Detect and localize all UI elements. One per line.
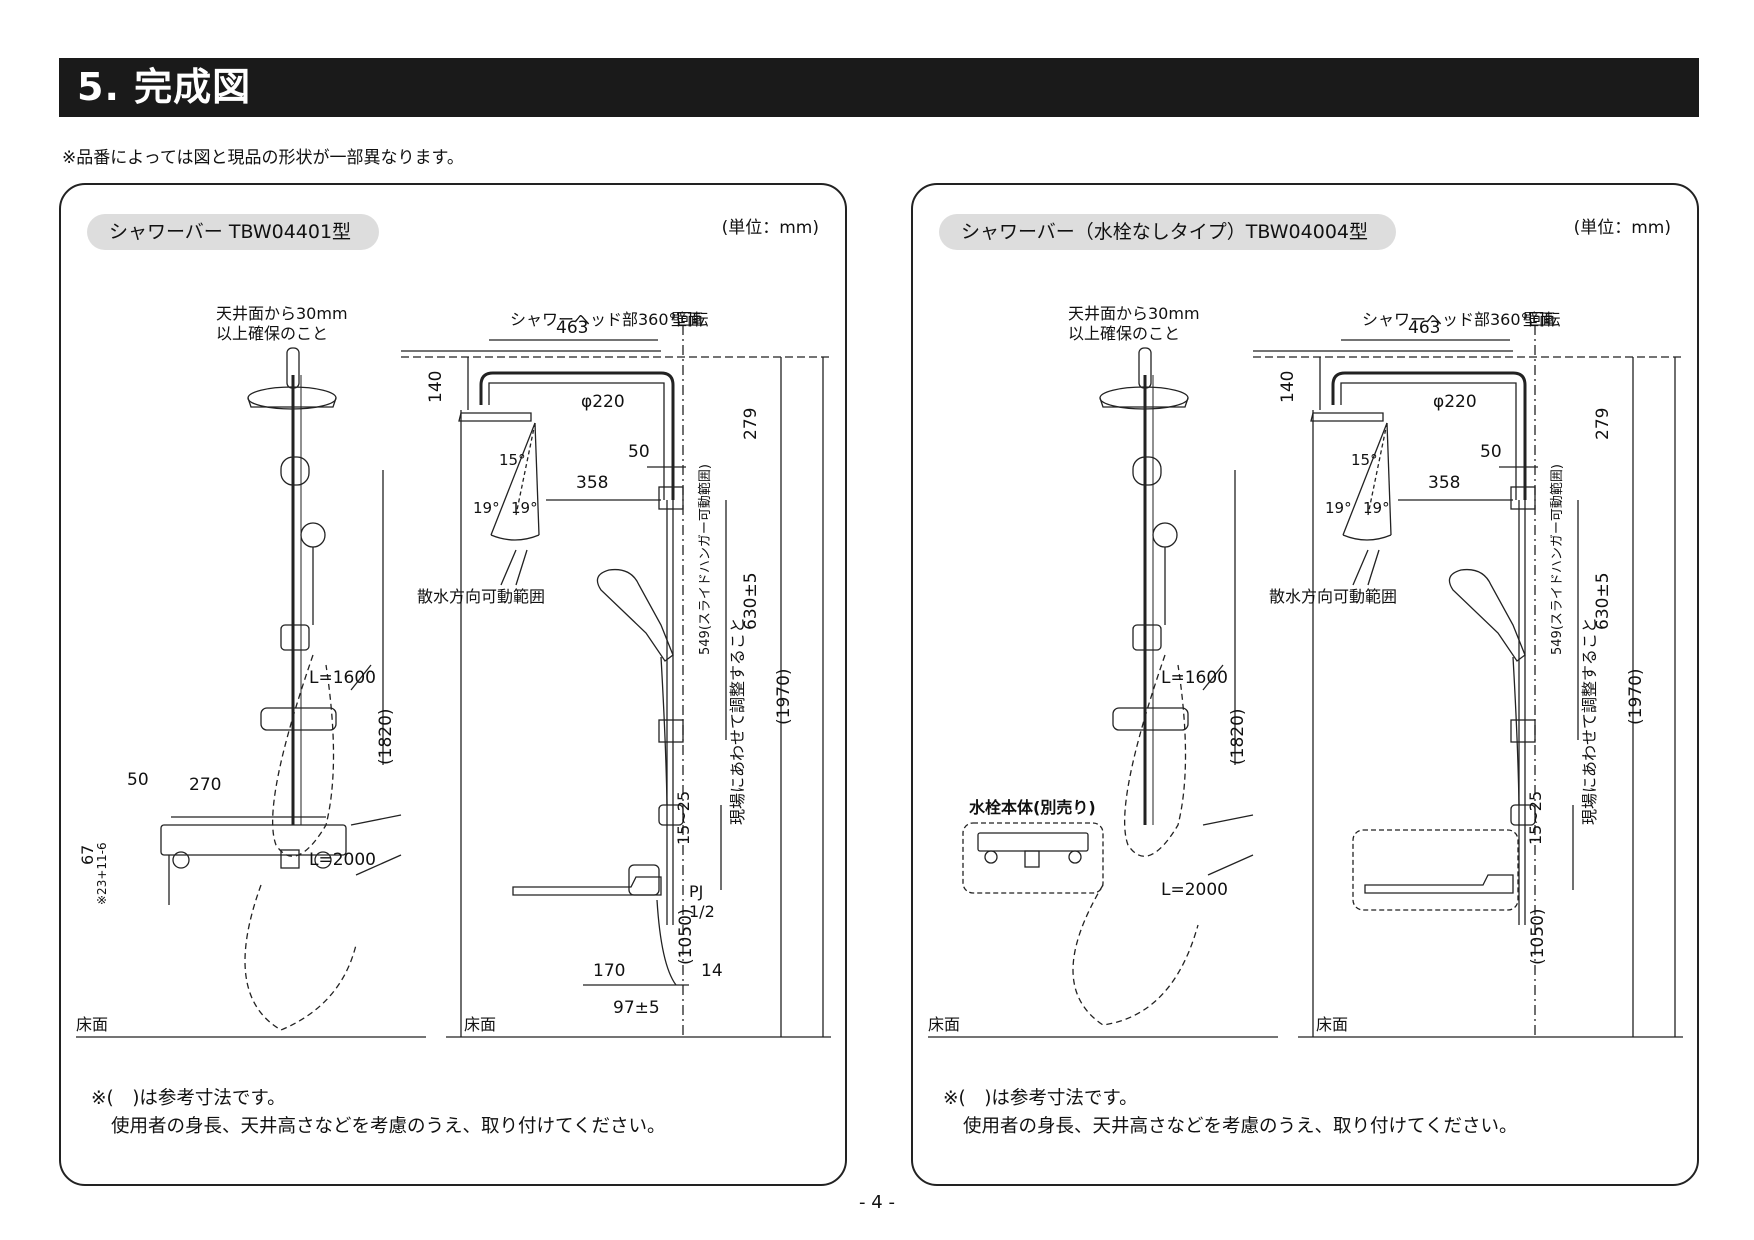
spray-range-label: 散水方向可動範囲: [417, 587, 545, 606]
ceiling-label-2: 以上確保のこと: [1068, 324, 1180, 343]
dim-358: 358: [576, 473, 608, 493]
section-header: 5. 完成図: [59, 58, 1699, 117]
panel-tbw04004: シャワーバー（水栓なしタイプ）TBW04004型 (単位：mm): [911, 183, 1699, 1186]
dim-140: 140: [426, 371, 446, 403]
wall-label: 壁面: [671, 310, 703, 329]
reference-note-1: ※( )は参考寸法です。: [943, 1088, 1138, 1109]
unit-label: (単位：mm): [721, 218, 819, 238]
dim-1970: (1970): [1626, 668, 1646, 725]
dim-50-faucet: 50: [127, 770, 149, 790]
wall-label: 壁面: [1523, 310, 1555, 329]
spray-range-label: 散水方向可動範囲: [1269, 587, 1397, 606]
shape-note: ※品番によっては図と現品の形状が一部異なります。: [62, 148, 464, 168]
rotation-label: シャワーヘッド部360°回転: [1362, 310, 1561, 329]
dim-358: 358: [1428, 473, 1460, 493]
angle-19b: 19°: [511, 499, 538, 517]
reference-note-1: ※( )は参考寸法です。: [91, 1088, 286, 1109]
dim-220: φ220: [581, 392, 625, 412]
ceiling-label-1: 天井面から30mm: [216, 304, 348, 323]
hose-2000: L=2000: [309, 850, 376, 870]
dim-50: 50: [628, 442, 650, 462]
faucet-separate-label: 水栓本体(別売り): [969, 798, 1096, 817]
dim-630: 630±5: [741, 572, 761, 630]
floor-label-1: 床面: [76, 1015, 108, 1034]
dim-463: 463: [556, 318, 588, 338]
page-number: - 4 -: [859, 1192, 895, 1213]
dim-220: φ220: [1433, 392, 1477, 412]
dim-1050: (1050): [676, 908, 696, 965]
angle-15: 15°: [499, 451, 526, 469]
rotation-label: シャワーヘッド部360°回転: [510, 310, 709, 329]
completion-drawing: シャワーヘッド部360°回転 壁面 天井面から30mm 以上確保のこと 463 …: [928, 304, 1683, 1038]
dim-1820: (1820): [1228, 708, 1248, 765]
dim-50: 50: [1480, 442, 1502, 462]
dim-1820: (1820): [376, 708, 396, 765]
angle-19a: 19°: [473, 499, 500, 517]
ceiling-label-1: 天井面から30mm: [1068, 304, 1200, 323]
floor-label-2: 床面: [1316, 1015, 1348, 1034]
dim-14: 14: [701, 961, 723, 981]
dim-170: 170: [593, 961, 625, 981]
panel-tbw04401: シャワーバー TBW04401型 (単位：mm): [59, 183, 847, 1186]
dim-15-25: 15~25: [1526, 791, 1545, 845]
reference-note-2: 使用者の身長、天井高さなどを考慮のうえ、取り付けてください。: [963, 1116, 1518, 1137]
hose-2000: L=2000: [1161, 880, 1228, 900]
panel-title: シャワーバー TBW04401型: [87, 214, 380, 250]
dim-97: 97±5: [613, 998, 660, 1018]
dim-463: 463: [1408, 318, 1440, 338]
adjust-label: 現場にあわせて調整すること: [1580, 617, 1599, 825]
reference-notes: ※( )は参考寸法です。 使用者の身長、天井高さなどを考慮のうえ、取り付けてくだ…: [943, 1085, 1517, 1141]
section-title: 5. 完成図: [77, 65, 252, 109]
ceiling-label-2: 以上確保のこと: [216, 324, 328, 343]
dim-1050: (1050): [1528, 908, 1548, 965]
reference-note-2: 使用者の身長、天井高さなどを考慮のうえ、取り付けてください。: [111, 1116, 666, 1137]
dim-23: ※23+11-6: [95, 842, 109, 905]
unit-label: (単位：mm): [1573, 218, 1671, 238]
dim-140: 140: [1278, 371, 1298, 403]
dim-15-25: 15~25: [674, 791, 693, 845]
dim-279: 279: [741, 408, 761, 440]
dim-630: 630±5: [1593, 572, 1613, 630]
slide-range-label: 549(スライドハンガー可動範囲): [1550, 464, 1565, 655]
pj-size: 1/2: [689, 902, 715, 921]
panel-title: シャワーバー（水栓なしタイプ）TBW04004型: [939, 214, 1397, 250]
hose-1600: L=1600: [1161, 668, 1228, 688]
pj-label: PJ: [689, 882, 703, 901]
slide-range-label: 549(スライドハンガー可動範囲): [698, 464, 713, 655]
dim-67: 67: [78, 845, 97, 865]
reference-notes: ※( )は参考寸法です。 使用者の身長、天井高さなどを考慮のうえ、取り付けてくだ…: [91, 1085, 665, 1141]
angle-19b: 19°: [1363, 499, 1390, 517]
dim-1970: (1970): [774, 668, 794, 725]
adjust-label: 現場にあわせて調整すること: [728, 617, 747, 825]
angle-19a: 19°: [1325, 499, 1352, 517]
hose-1600: L=1600: [309, 668, 376, 688]
angle-15: 15°: [1351, 451, 1378, 469]
completion-drawing: シャワーヘッド部360°回転 壁面 天井面から30mm 以上確保のこと 463 …: [76, 304, 831, 1038]
dim-270: 270: [189, 775, 221, 795]
floor-label-2: 床面: [464, 1015, 496, 1034]
dim-279: 279: [1593, 408, 1613, 440]
floor-label-1: 床面: [928, 1015, 960, 1034]
